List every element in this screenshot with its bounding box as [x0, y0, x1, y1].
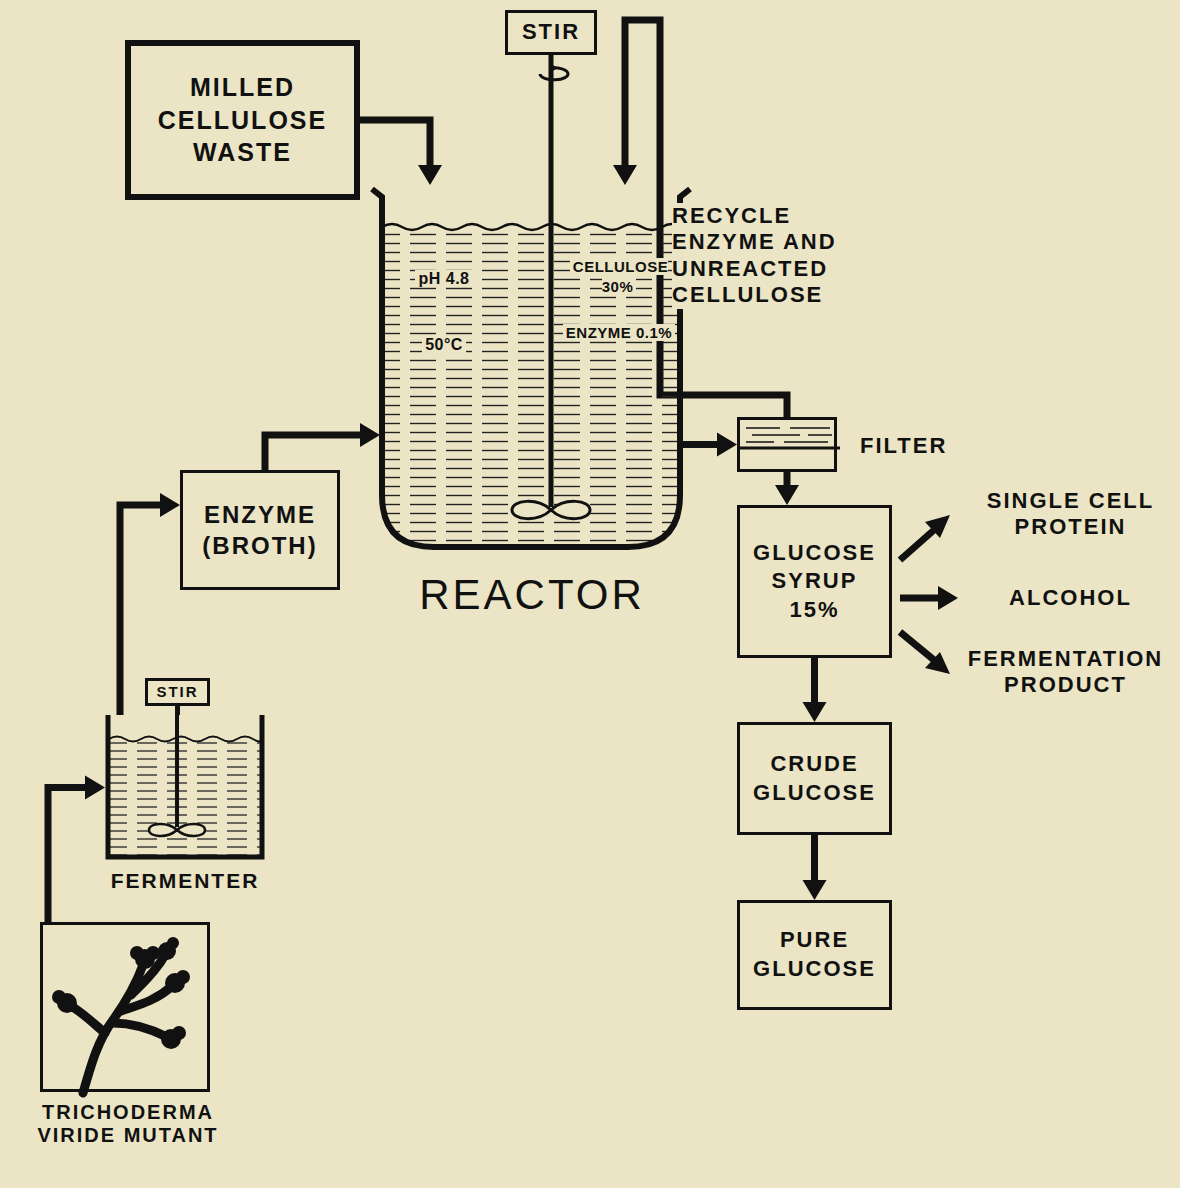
arrowhead	[360, 423, 380, 447]
cellulose-value: CELLULOSE 30%	[558, 257, 680, 296]
connector-line	[549, 55, 554, 185]
connector-line	[265, 435, 362, 470]
filter-label: FILTER	[860, 432, 970, 461]
box-label: GLUCOSE SYRUP 15%	[746, 539, 883, 625]
text-patch: pH 4.8	[415, 270, 472, 287]
product-box: GLUCOSE SYRUP 15%	[737, 505, 892, 658]
box-label: PURE GLUCOSE	[746, 926, 883, 983]
enzyme-value: ENZYME 0.1%	[558, 323, 680, 343]
vessel-title: FERMENTER	[90, 867, 280, 894]
arrowhead	[418, 165, 442, 185]
connector-line	[811, 658, 818, 704]
process-box: ENZYME (BROTH)	[180, 470, 340, 590]
arrowhead	[775, 485, 799, 505]
organism-name: TRICHODERMA VIRIDE MUTANT	[35, 1101, 221, 1147]
stir-box: STIR	[145, 678, 210, 706]
connector-line	[360, 120, 430, 167]
filter-outline	[740, 420, 840, 475]
connector-line	[48, 788, 87, 923]
arrowhead	[803, 702, 827, 722]
rotation-symbol	[540, 63, 568, 80]
product-label: SINGLE CELL PROTEIN	[968, 488, 1173, 541]
box-label: MILLED CELLULOSE WASTE	[137, 71, 348, 169]
flow-arrow	[803, 658, 827, 722]
arrowhead	[160, 493, 180, 517]
temperature-value: 50°C	[394, 335, 494, 356]
connector-line	[175, 706, 180, 715]
flow-arrow	[360, 120, 442, 185]
filter-box: FILTER	[737, 417, 837, 472]
source-box: MILLED CELLULOSE WASTE	[125, 40, 360, 200]
connector-line	[680, 441, 719, 448]
arrowhead	[803, 880, 827, 900]
text-patch: ENZYME 0.1%	[563, 324, 675, 341]
flow-arrow	[680, 433, 737, 457]
flow-arrow	[775, 472, 799, 505]
flow-arrow	[48, 776, 105, 923]
text-patch: 50°C	[422, 336, 466, 353]
reactor-vessel: pH 4.8CELLULOSE 30%50°CENZYME 0.1%REACTO…	[372, 185, 690, 555]
beaker-outline	[372, 185, 690, 555]
box-label: STIR	[522, 18, 580, 47]
flow-arrow	[265, 423, 380, 470]
fermenter-outline	[105, 715, 265, 860]
connector-line	[811, 835, 818, 882]
connector-line	[784, 472, 791, 487]
edge-label: RECYCLE ENZYME AND UNREACTED CELLULOSE	[672, 203, 867, 309]
text-patch: CELLULOSE 30%	[570, 258, 668, 295]
arrowhead	[717, 433, 737, 457]
product-box: CRUDE GLUCOSE	[737, 722, 892, 835]
vessel-title: REACTOR	[392, 568, 672, 623]
box-label: CRUDE GLUCOSE	[746, 750, 883, 807]
fungus-illustration	[43, 925, 213, 1095]
flow-arrow	[803, 835, 827, 900]
box-label: STIR	[156, 682, 198, 702]
product-box: PURE GLUCOSE	[737, 900, 892, 1010]
product-label: ALCOHOL	[968, 585, 1173, 611]
fermenter-vessel: FERMENTER	[105, 715, 265, 860]
arrowhead	[85, 776, 105, 800]
ph-value: pH 4.8	[394, 269, 494, 290]
flow-arrow	[551, 55, 552, 185]
product-arrow	[900, 515, 958, 674]
organism-box: TRICHODERMA VIRIDE MUTANT	[40, 922, 210, 1092]
stir-box: STIR	[505, 10, 597, 55]
arrowhead	[613, 165, 637, 185]
box-label: ENZYME (BROTH)	[189, 499, 331, 561]
product-label: FERMENTATION PRODUCT	[958, 646, 1173, 699]
flow-arrow	[177, 706, 178, 715]
